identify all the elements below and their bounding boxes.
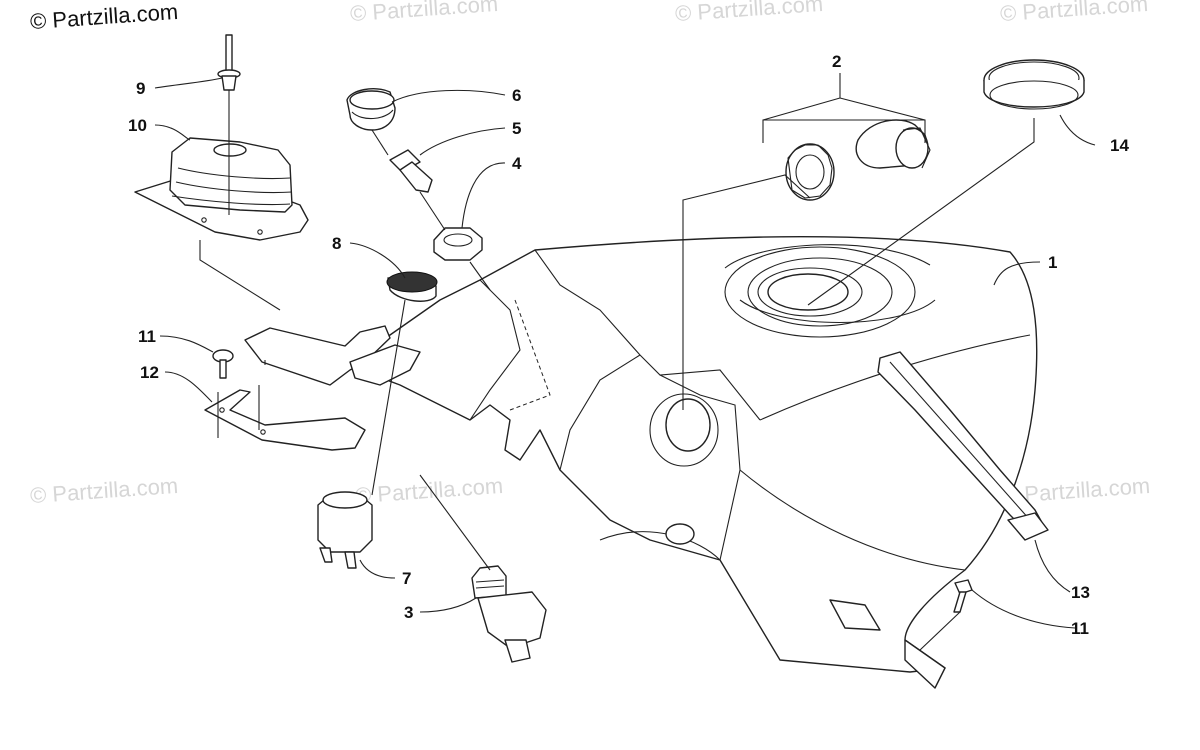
callout-6: 6 xyxy=(512,86,521,105)
callout-11: 11 xyxy=(1071,619,1089,638)
callout-4: 4 xyxy=(512,154,522,173)
callout-1: 1 xyxy=(1048,253,1057,272)
ignition-key xyxy=(389,149,433,193)
shifter-boot xyxy=(134,137,309,241)
callout-2: 2 xyxy=(832,52,841,71)
callout-13: 13 xyxy=(1071,583,1090,602)
callout-7: 7 xyxy=(402,569,411,588)
fuel-tank-cover xyxy=(354,236,1038,689)
tank-strap xyxy=(877,351,1049,541)
callout-10: 10 xyxy=(128,116,147,135)
grommet xyxy=(386,271,438,302)
callout-14: 14 xyxy=(1110,136,1129,155)
callout-11: 11 xyxy=(138,327,156,346)
callout-9: 9 xyxy=(136,79,145,98)
leader-lines xyxy=(154,73,1096,651)
ignition-key-cap xyxy=(346,88,396,131)
tank-ring xyxy=(983,59,1085,110)
switch-nut xyxy=(433,227,483,261)
callout-12: 12 xyxy=(140,363,159,382)
ignition-switch xyxy=(317,491,373,569)
screw xyxy=(212,349,234,379)
callout-5: 5 xyxy=(512,119,521,138)
callout-3: 3 xyxy=(404,603,413,622)
callout-numbers: 1 2 3 4 5 6 7 8 9 10 11 11 12 13 14 xyxy=(128,52,1129,638)
gas-cap-assembly xyxy=(785,119,931,201)
callout-8: 8 xyxy=(332,234,341,253)
pressure-switch xyxy=(471,565,547,663)
rivet xyxy=(217,34,241,91)
mounting-bracket xyxy=(204,325,421,451)
screw xyxy=(953,579,973,613)
